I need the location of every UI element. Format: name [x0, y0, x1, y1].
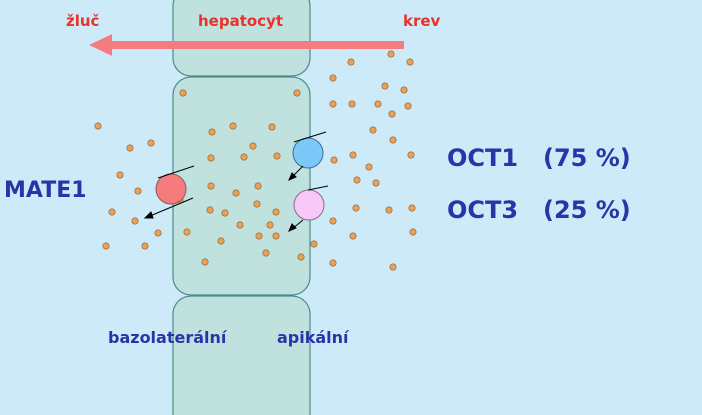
substrate-dot: [272, 208, 280, 216]
substrate-dot: [255, 232, 263, 240]
oct1-share: (75 %): [543, 144, 631, 172]
substrate-dot: [207, 182, 215, 190]
substrate-dot: [348, 100, 356, 108]
substrate-dot: [272, 232, 280, 240]
substrate-dot: [207, 154, 215, 162]
substrate-dot: [102, 242, 110, 250]
substrate-dot: [381, 82, 389, 90]
hepatocyte-cell-middle: [172, 76, 311, 296]
substrate-dot: [297, 253, 305, 261]
oct3-arrow: [288, 185, 329, 232]
substrate-dot: [131, 217, 139, 225]
substrate-dot: [262, 249, 270, 257]
substrate-dot: [183, 228, 191, 236]
substrate-dot: [385, 206, 393, 214]
mate1-arrow: [143, 197, 194, 219]
flow-arrow: [89, 34, 404, 56]
hepatocyte-cell-bottom: [172, 295, 311, 415]
substrate-dot: [116, 171, 124, 179]
substrate-dot: [179, 89, 187, 97]
substrate-dot: [147, 139, 155, 147]
bile-label: žluč: [66, 12, 100, 30]
hepatocyte-cell-top: [172, 0, 311, 77]
substrate-dot: [293, 89, 301, 97]
substrate-dot: [134, 187, 142, 195]
blood-label: krev: [403, 12, 441, 30]
substrate-dot: [365, 163, 373, 171]
substrate-dot: [221, 209, 229, 217]
substrate-dot: [406, 58, 414, 66]
oct3-name: OCT3: [447, 196, 519, 224]
substrate-dot: [141, 242, 149, 250]
substrate-dot: [347, 58, 355, 66]
substrate-dot: [400, 86, 408, 94]
substrate-dot: [254, 182, 262, 190]
substrate-dot: [236, 221, 244, 229]
substrate-dot: [266, 221, 274, 229]
substrate-dot: [208, 128, 216, 136]
hepatocyte-label: hepatocyt: [198, 12, 284, 30]
substrate-dot: [329, 74, 337, 82]
oct1-transporter: [292, 137, 324, 169]
substrate-dot: [374, 100, 382, 108]
substrate-dot: [126, 144, 134, 152]
substrate-dot: [408, 204, 416, 212]
substrate-dot: [108, 208, 116, 216]
substrate-dot: [249, 142, 257, 150]
substrate-dot: [372, 179, 380, 187]
substrate-dot: [232, 189, 240, 197]
substrate-dot: [201, 258, 209, 266]
substrate-dot: [330, 156, 338, 164]
substrate-dot: [268, 123, 276, 131]
substrate-dot: [329, 100, 337, 108]
oct3-share: (25 %): [543, 196, 631, 224]
substrate-dot: [329, 259, 337, 267]
apical-label: apikální: [277, 328, 349, 347]
substrate-dot: [404, 102, 412, 110]
substrate-dot: [349, 151, 357, 159]
substrate-dot: [229, 122, 237, 130]
substrate-dot: [407, 151, 415, 159]
substrate-dot: [94, 122, 102, 130]
oct3-transporter: [293, 189, 325, 221]
oct1-name: OCT1: [447, 144, 519, 172]
substrate-dot: [349, 232, 357, 240]
substrate-dot: [409, 228, 417, 236]
substrate-dot: [387, 50, 395, 58]
basolateral-label: bazolaterální: [108, 328, 227, 347]
substrate-dot: [329, 217, 337, 225]
substrate-dot: [240, 153, 248, 161]
substrate-dot: [253, 200, 261, 208]
substrate-dot: [353, 176, 361, 184]
substrate-dot: [388, 110, 396, 118]
substrate-dot: [217, 237, 225, 245]
substrate-dots: [94, 50, 417, 271]
substrate-dot: [369, 126, 377, 134]
mate1-label: MATE1: [4, 178, 87, 203]
mate1-inward-line: [157, 165, 195, 179]
substrate-dot: [352, 204, 360, 212]
substrate-dot: [273, 152, 281, 160]
substrate-dot: [389, 136, 397, 144]
oct1-arrow: [288, 131, 327, 181]
substrate-dot: [389, 263, 397, 271]
mate1-transporter: [155, 173, 187, 205]
substrate-dot: [310, 240, 318, 248]
substrate-dot: [206, 206, 214, 214]
substrate-dot: [154, 229, 162, 237]
